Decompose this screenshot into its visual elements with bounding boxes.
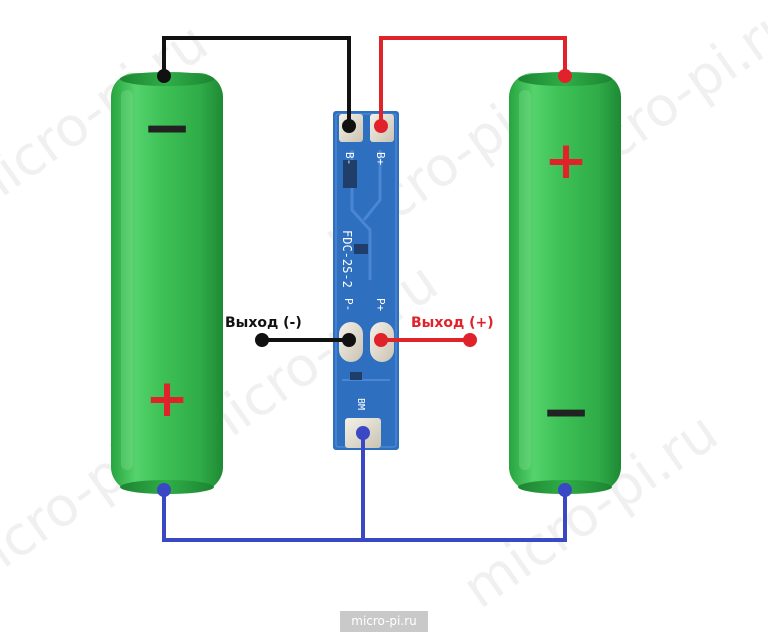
battery-right-body [509,73,621,491]
wire-node [356,426,370,440]
output-positive-label: Выход (+) [411,315,494,331]
battery-right-plus-sign: + [544,131,588,191]
wire-node [342,119,356,133]
wire-node [157,69,171,83]
wire-node [463,333,477,347]
pcb-chip [350,372,362,380]
wire-node [374,119,388,133]
pcb-body [333,111,399,450]
pcb-label-p-minus: P- [342,298,355,311]
output-negative-label: Выход (-) [225,315,302,331]
battery-right: + − [509,72,621,494]
wire-node [157,483,171,497]
pcb-chip [343,160,357,188]
battery-left-plus-sign: + [145,369,189,429]
pcb-label-bm: BM [355,398,366,410]
credit-label: micro-pi.ru [340,611,428,632]
wire-node [342,333,356,347]
wire-b-plus [379,36,567,126]
battery-left-body [111,73,223,491]
pcb-label-b-minus: B- [343,152,356,165]
pcb-model-label: FDC-2S-2 [340,230,354,288]
wire-node [374,333,388,347]
pcb-label-p-plus: P+ [374,298,387,312]
wire-node [558,483,572,497]
battery-right-minus-sign: − [541,377,591,447]
wire-node [558,69,572,83]
bms-board: B- B+ FDC-2S-2 P- P+ BM [333,111,399,450]
wire-b-minus [162,36,351,126]
pcb-label-b-plus: B+ [374,152,387,166]
battery-left: − + [111,72,223,494]
battery-left-minus-sign: − [142,93,192,163]
wire-node [255,333,269,347]
pcb-chip [354,244,368,254]
